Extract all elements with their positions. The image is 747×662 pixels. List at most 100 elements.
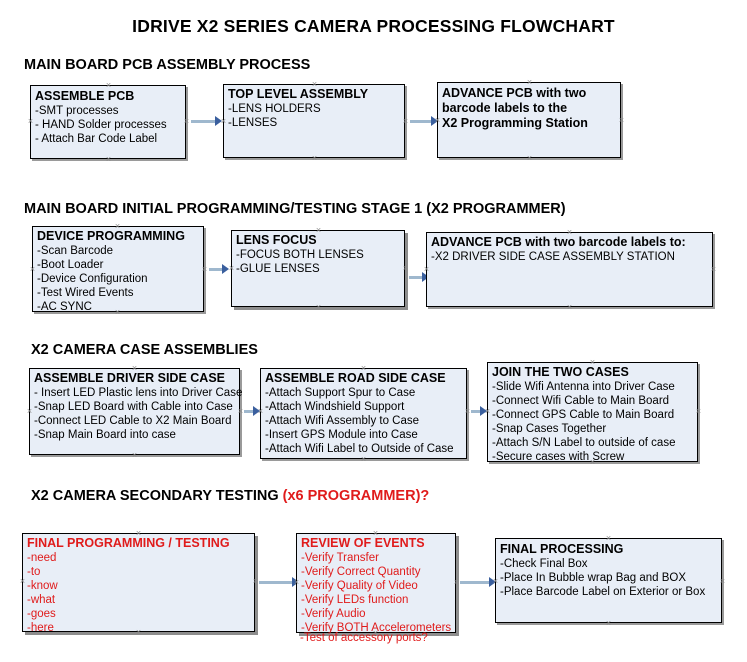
resize-handle-left[interactable]: [257, 408, 264, 415]
box-title: ASSEMBLE DRIVER SIDE CASE: [34, 371, 226, 385]
arrowhead-icon: [422, 272, 429, 282]
box-line: -Verify Transfer: [301, 551, 379, 564]
resize-handle-right[interactable]: [183, 118, 190, 125]
resize-handle-bottom[interactable]: [526, 155, 533, 162]
box-title: ASSEMBLE ROAD SIDE CASE: [265, 371, 446, 385]
box-line: -Attach Wifi Assembly to Case: [265, 414, 420, 427]
process-box-join-the-two-cases[interactable]: JOIN THE TWO CASES -Slide Wifi Antenna i…: [487, 362, 698, 463]
resize-handle-bottom[interactable]: [589, 459, 596, 466]
box-line: -Check Final Box: [500, 557, 588, 570]
resize-handle-right[interactable]: [618, 117, 625, 124]
resize-handle-left[interactable]: [220, 118, 227, 125]
resize-handle-left[interactable]: [19, 578, 26, 585]
box-line: -LENS HOLDERS: [228, 102, 321, 115]
section-heading-main-board-pcb-assembly: MAIN BOARD PCB ASSEMBLY PROCESS: [24, 57, 310, 73]
process-box-lens-focus[interactable]: LENS FOCUS -FOCUS BOTH LENSES -GLUE LENS…: [231, 230, 405, 307]
box-line: -to: [27, 565, 41, 578]
box-title: TOP LEVEL ASSEMBLY: [228, 87, 369, 101]
resize-handle-top[interactable]: [526, 79, 533, 86]
resize-handle-left[interactable]: [228, 265, 235, 272]
resize-handle-right[interactable]: [252, 578, 259, 585]
resize-handle-right[interactable]: [719, 578, 726, 585]
box-line: -Insert GPS Module into Case: [265, 428, 418, 441]
page-title: IDRIVE X2 SERIES CAMERA PROCESSING FLOWC…: [132, 16, 615, 36]
box-title: DEVICE PROGRAMMING: [37, 229, 185, 243]
box-line: -goes: [27, 607, 56, 620]
process-box-assemble-pcb[interactable]: ASSEMBLE PCB -SMT processes - HAND Solde…: [30, 85, 186, 159]
resize-handle-bottom[interactable]: [114, 309, 121, 316]
box-title: FINAL PROCESSING: [500, 542, 624, 556]
process-box-advance-pcb-driver-side-case[interactable]: ADVANCE PCB with two barcode labels to: …: [426, 232, 713, 307]
resize-handle-top[interactable]: [105, 82, 112, 89]
resize-handle-bottom[interactable]: [135, 629, 142, 636]
box-line: -Place Barcode Label on Exterior or Box: [500, 585, 706, 598]
process-box-device-programming[interactable]: DEVICE PROGRAMMING -Scan Barcode -Boot L…: [32, 226, 204, 313]
resize-handle-left[interactable]: [29, 266, 36, 273]
box-line: -know: [27, 579, 58, 592]
box-line: -LENSES: [228, 116, 278, 129]
resize-handle-top[interactable]: [135, 530, 142, 537]
process-box-advance-pcb-programming-station[interactable]: ADVANCE PCB with two barcode labels to t…: [437, 82, 621, 158]
process-box-top-level-assembly[interactable]: TOP LEVEL ASSEMBLY -LENS HOLDERS -LENSES: [223, 84, 405, 158]
box-line: -SMT processes: [35, 104, 119, 117]
resize-handle-right[interactable]: [237, 408, 244, 415]
box-line: -Attach Windshield Support: [265, 400, 405, 413]
resize-handle-bottom[interactable]: [372, 630, 379, 637]
process-box-review-of-events[interactable]: REVIEW OF EVENTS -Verify Transfer -Verif…: [296, 533, 456, 634]
box-line: -Verify Correct Quantity: [301, 565, 421, 578]
resize-handle-bottom[interactable]: [566, 304, 573, 311]
resize-handle-right[interactable]: [402, 265, 409, 272]
process-box-assemble-driver-side-case[interactable]: ASSEMBLE DRIVER SIDE CASE - Insert LED P…: [29, 368, 242, 455]
resize-handle-bottom[interactable]: [105, 156, 112, 163]
box-line: X2 Programming Station: [442, 116, 588, 130]
resize-handle-left[interactable]: [27, 118, 34, 125]
resize-handle-right[interactable]: [695, 408, 702, 415]
resize-handle-top[interactable]: [566, 229, 573, 236]
resize-handle-left[interactable]: [434, 117, 441, 124]
box-line: barcode labels to the: [442, 100, 568, 115]
resize-handle-top[interactable]: [589, 359, 596, 366]
resize-handle-right[interactable]: [201, 266, 208, 273]
resize-handle-bottom[interactable]: [360, 456, 367, 463]
resize-handle-top[interactable]: [311, 81, 318, 88]
box-line: -Attach Support Spur to Case: [265, 386, 416, 399]
resize-handle-left[interactable]: [26, 408, 33, 415]
section-heading-text: X2 CAMERA SECONDARY TESTING: [31, 488, 283, 504]
resize-handle-bottom[interactable]: [131, 452, 138, 459]
resize-handle-left[interactable]: [484, 408, 491, 415]
resize-handle-top[interactable]: [360, 365, 367, 372]
resize-handle-left[interactable]: [423, 266, 430, 273]
resize-handle-top[interactable]: [114, 223, 121, 230]
box-line: -FOCUS BOTH LENSES: [236, 248, 364, 261]
box-line: -GLUE LENSES: [236, 262, 320, 275]
section-heading-text: X2 CAMERA CASE ASSEMBLIES: [31, 342, 258, 358]
resize-handle-top[interactable]: [372, 530, 379, 537]
resize-handle-left[interactable]: [492, 578, 499, 585]
box-line: -Snap Cases Together: [492, 422, 607, 435]
resize-handle-right[interactable]: [464, 408, 471, 415]
box-line: -need: [27, 551, 57, 564]
resize-handle-left[interactable]: [293, 579, 300, 586]
resize-handle-top[interactable]: [315, 227, 322, 234]
resize-handle-bottom[interactable]: [311, 155, 318, 162]
box-line: -here: [27, 621, 54, 634]
resize-handle-bottom[interactable]: [315, 304, 322, 311]
box-line: -Snap Main Board into case: [34, 428, 176, 441]
box-line: -Test Wired Events: [37, 286, 134, 299]
process-box-final-processing[interactable]: FINAL PROCESSING -Check Final Box -Place…: [495, 538, 722, 623]
section-heading-x2-camera-secondary-testing: X2 CAMERA SECONDARY TESTING (x6 PROGRAMM…: [31, 488, 429, 504]
process-box-final-programming-testing[interactable]: FINAL PROGRAMMING / TESTING -need -to -k…: [22, 533, 255, 634]
resize-handle-right[interactable]: [710, 266, 717, 273]
resize-handle-top[interactable]: [131, 365, 138, 372]
process-box-assemble-road-side-case[interactable]: ASSEMBLE ROAD SIDE CASE -Attach Support …: [260, 368, 467, 459]
box-line: -Device Configuration: [37, 272, 148, 285]
resize-handle-right[interactable]: [453, 579, 460, 586]
resize-handle-bottom[interactable]: [605, 620, 612, 627]
box-title: REVIEW OF EVENTS: [301, 536, 425, 550]
resize-handle-top[interactable]: [605, 535, 612, 542]
box-line: -Snap LED Board with Cable into Case: [34, 400, 233, 413]
box-line: -Connect GPS Cable to Main Board: [492, 408, 675, 421]
box-line: - Attach Bar Code Label: [35, 132, 158, 145]
connector-top-level-to-advance-pcb: [410, 120, 432, 123]
resize-handle-right[interactable]: [402, 118, 409, 125]
